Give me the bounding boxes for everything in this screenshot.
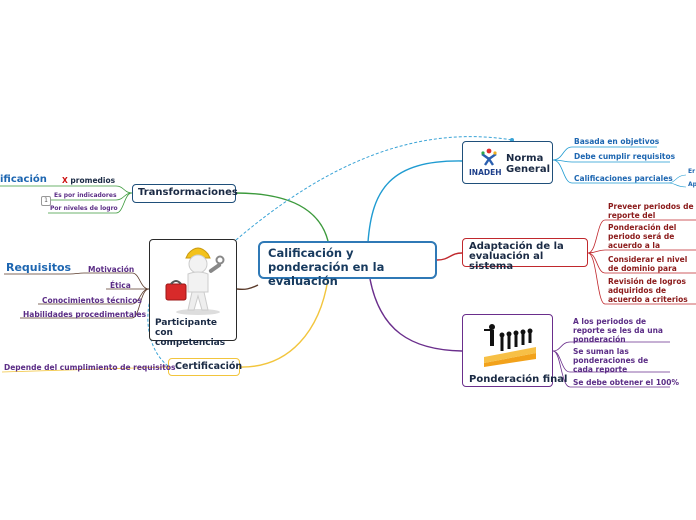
inadeh-logo-icon bbox=[481, 148, 497, 166]
leaf-considerar-nivel[interactable]: Considerar el nivel de dominio para cada… bbox=[608, 255, 688, 274]
leaf-por-indicadores[interactable]: Es por indicadores bbox=[54, 192, 117, 199]
leaf-obtener-100[interactable]: Se debe obtener el 100% bbox=[573, 378, 679, 387]
leaf-revision-logros[interactable]: Revisión de logros adquiridos de acuerdo… bbox=[608, 277, 688, 305]
link-norma bbox=[367, 160, 463, 243]
leaf-niveles-logro[interactable]: Por niveles de logro bbox=[50, 205, 118, 212]
topic-participante[interactable]: Participante con competencias bbox=[149, 239, 237, 348]
leaf-ap[interactable]: Ap bbox=[688, 181, 696, 188]
link-certificacion bbox=[239, 278, 329, 368]
inadeh-logo-text: INADEH bbox=[469, 168, 502, 177]
leaf-ponderacion-periodo[interactable]: Ponderación del periodo será de acuerdo … bbox=[608, 223, 677, 251]
central-topic[interactable]: Calificación y ponderación en la evaluac… bbox=[258, 241, 437, 288]
topic-adaptacion[interactable]: Adaptación de la evaluación al sistema bbox=[462, 238, 588, 272]
leaf-basada-objetivos[interactable]: Basada en objetivos bbox=[574, 137, 660, 146]
topic-ponderacion-label: Ponderación final bbox=[469, 374, 568, 385]
leaf-promedios-label: promedios bbox=[70, 176, 116, 185]
leaf-promedios[interactable]: X promedios bbox=[62, 176, 115, 185]
leaf-depende-requisitos[interactable]: Depende del cumplimiento de requisitos bbox=[4, 363, 176, 372]
leaf-calificaciones-parciales[interactable]: Calificaciones parciales bbox=[574, 174, 673, 183]
topic-transformaciones-label: Transformaciones bbox=[138, 187, 238, 198]
topic-participante-label: Participante con competencias bbox=[155, 318, 226, 348]
x-mark-icon: X bbox=[62, 176, 68, 185]
leaf-conocimientos-tecnicos[interactable]: Conocimientos técnicos bbox=[42, 296, 142, 305]
link-adaptacion bbox=[436, 252, 463, 261]
topic-ponderacion-final[interactable]: Ponderación final bbox=[462, 314, 567, 387]
leaf-se-suman[interactable]: Se suman las ponderaciones de cada repor… bbox=[573, 347, 649, 374]
link-participante bbox=[236, 284, 259, 291]
topic-norma-label: Norma General bbox=[506, 153, 550, 175]
leaf-habilidades-procedimentales[interactable]: Habilidades procedimentales bbox=[23, 310, 147, 319]
relation-dashed bbox=[235, 136, 513, 241]
link-ponderacion bbox=[369, 278, 463, 352]
leaf-calificacion-partial[interactable]: ificación bbox=[0, 174, 47, 185]
topic-transformaciones[interactable]: Transformaciones bbox=[132, 184, 238, 203]
leaf-periodos-reporte[interactable]: A los periodos de reporte se les da una … bbox=[573, 317, 663, 344]
topic-certificacion-label: Certificación bbox=[175, 361, 243, 372]
leaf-etica[interactable]: Ética bbox=[110, 281, 131, 290]
leaf-motivacion[interactable]: Motivación bbox=[88, 265, 135, 274]
leaf-er[interactable]: Er bbox=[688, 168, 696, 175]
link-transformaciones bbox=[235, 192, 329, 242]
podium-figures-icon bbox=[484, 324, 536, 367]
topic-adaptacion-label: Adaptación de la evaluación al sistema bbox=[469, 241, 564, 272]
topic-certificacion[interactable]: Certificación bbox=[168, 358, 243, 376]
leaf-preveer-periodos[interactable]: Preveer periodos de reporte del desempeñ… bbox=[608, 202, 694, 221]
leaf-debe-cumplir-requisitos[interactable]: Debe cumplir requisitos bbox=[574, 152, 676, 161]
leaf-requisitos[interactable]: Requisitos bbox=[6, 261, 72, 274]
worker-with-toolbox-icon bbox=[165, 247, 225, 315]
topic-norma-general[interactable]: INADEH Norma General bbox=[462, 141, 553, 184]
badge-count[interactable]: 1 bbox=[41, 196, 51, 206]
